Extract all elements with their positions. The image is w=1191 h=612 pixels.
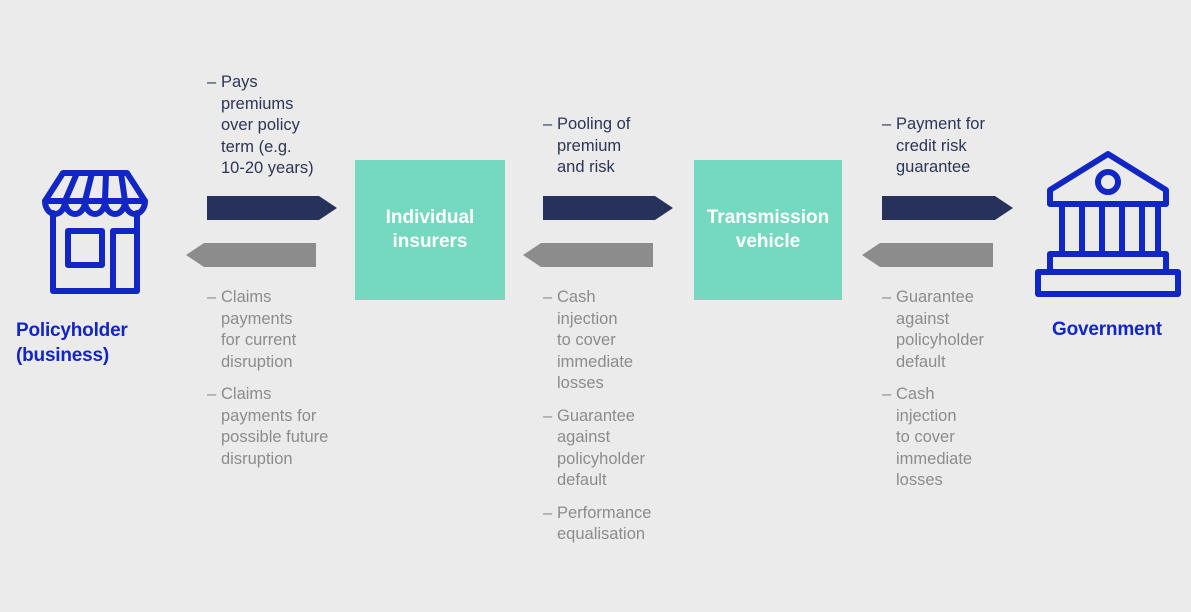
bullet-item: –Claims payments for possible future dis…: [207, 384, 362, 470]
bullet-dash: –: [207, 385, 217, 403]
bullet-dash: –: [543, 503, 553, 522]
bullet-text: Cash injection to cover immediate losses: [896, 385, 973, 489]
bullet-dash: –: [882, 288, 892, 306]
bullet-item: –Guarantee against policyholder default: [882, 287, 1032, 373]
node-policyholder: Policyholder (business): [6, 163, 184, 368]
bullet-item: –Pooling of premium and risk: [543, 114, 693, 179]
storefront-icon: [6, 163, 184, 308]
flow-label-insurers-to-policyholder: –Claims payments for current disruption …: [207, 287, 362, 470]
bullet-item: –Performance equalisation: [543, 503, 693, 546]
bullet-text: Cash injection to cover immediate losses: [557, 288, 634, 392]
bullet-item: –Guarantee against policyholder default: [543, 406, 693, 492]
bullet-text: Claims payments for current disruption: [221, 288, 297, 371]
bullet-dash: –: [882, 385, 892, 403]
bullet-item: –Claims payments for current disruption: [207, 287, 362, 373]
flow-label-vehicle-to-government: –Payment for credit risk guarantee: [882, 114, 1032, 179]
flow-label-government-to-vehicle: –Guarantee against policyholder default …: [882, 287, 1032, 492]
bullet-dash: –: [543, 288, 553, 306]
bullet-text: Pooling of premium and risk: [557, 115, 631, 176]
bullet-text: Guarantee against policyholder default: [896, 288, 985, 371]
flow-label-vehicle-to-insurers: –Cash injection to cover immediate losse…: [543, 287, 693, 546]
bullet-dash: –: [543, 406, 553, 425]
arrow-vehicle-to-government: [882, 196, 1013, 220]
flow-label-policyholder-to-insurers: –Pays premiums over policy term (e.g. 10…: [207, 72, 357, 180]
bullet-text: Performance equalisation: [557, 503, 652, 544]
bank-building-icon: [1020, 142, 1191, 307]
bullet-item: –Payment for credit risk guarantee: [882, 114, 1032, 179]
bullet-dash: –: [207, 73, 217, 91]
arrow-vehicle-to-insurers: [523, 243, 653, 267]
node-government: Government: [1020, 142, 1191, 342]
node-transmission-vehicle-label: Transmission vehicle: [706, 207, 830, 252]
bullet-text: Pays premiums over policy term (e.g. 10-…: [221, 73, 314, 177]
bullet-text: Guarantee against policyholder default: [557, 406, 646, 490]
bullet-dash: –: [882, 115, 892, 133]
arrow-government-to-vehicle: [862, 243, 993, 267]
bullet-item: –Pays premiums over policy term (e.g. 10…: [207, 72, 357, 180]
arrow-policyholder-to-insurers: [207, 196, 337, 220]
bullet-item: –Cash injection to cover immediate losse…: [543, 287, 693, 395]
bullet-dash: –: [543, 115, 553, 133]
bullet-text: Payment for credit risk guarantee: [896, 115, 985, 176]
node-government-label: Government: [1052, 319, 1162, 340]
node-transmission-vehicle: Transmission vehicle: [694, 160, 842, 300]
flow-label-insurers-to-vehicle: –Pooling of premium and risk: [543, 114, 693, 179]
node-policyholder-label: Policyholder (business): [16, 320, 128, 366]
node-individual-insurers: Individual insurers: [355, 160, 505, 300]
bullet-dash: –: [207, 288, 217, 306]
arrow-insurers-to-policyholder: [186, 243, 316, 267]
node-individual-insurers-label: Individual insurers: [385, 207, 475, 252]
bullet-item: –Cash injection to cover immediate losse…: [882, 384, 1032, 492]
arrow-insurers-to-vehicle: [543, 196, 673, 220]
bullet-text: Claims payments for possible future disr…: [221, 385, 329, 468]
